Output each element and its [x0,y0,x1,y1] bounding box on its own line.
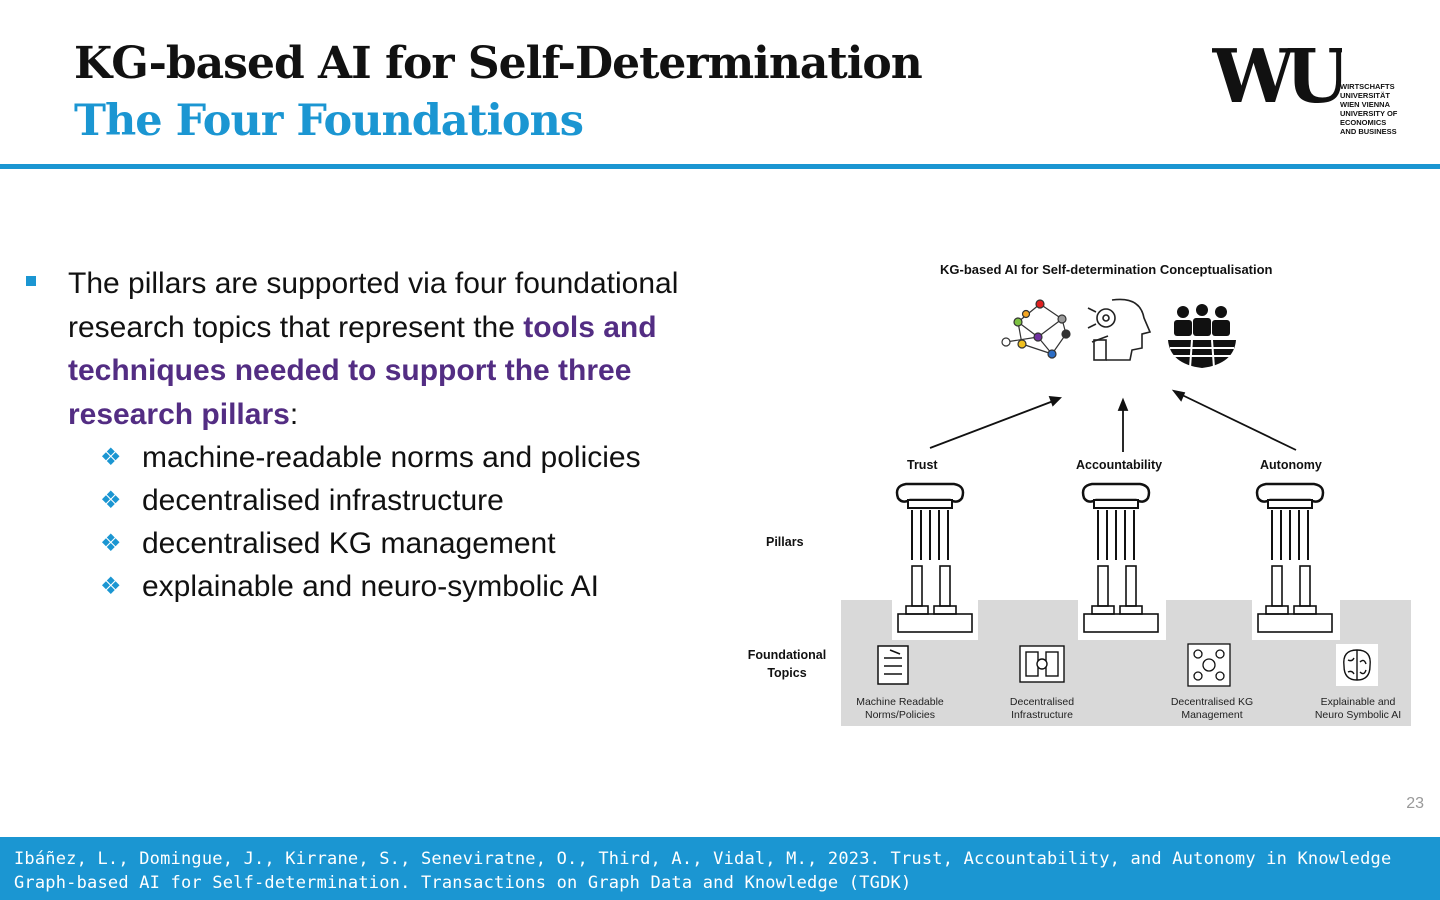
diamond-bullet-icon: ❖ [100,443,122,471]
citation-text: Ibáñez, L., Domingue, J., Kirrane, S., S… [14,849,1392,893]
pillar-autonomy [1252,482,1340,640]
kg-management-icon [1187,643,1231,687]
diamond-bullet-icon: ❖ [100,486,122,514]
pillar-accountability [1078,482,1166,640]
conceptualisation-figure: KG-based AI for Self-determination Conce… [740,252,1430,742]
list-item: ❖machine-readable norms and policies [100,436,641,479]
norms-document-icon [877,645,909,685]
diamond-bullet-icon: ❖ [100,572,122,600]
slide-subtitle: The Four Foundations [74,96,584,146]
arrows [929,389,1297,452]
citation-footer: Ibáñez, L., Domingue, J., Kirrane, S., S… [0,837,1440,900]
figure-drawing [877,298,1378,687]
list-item: ❖decentralised infrastructure [100,479,641,522]
wu-logo-mark: WU [1211,34,1358,120]
pillar-label-accountability: Accountability [1076,458,1163,472]
figure-title: KG-based AI for Self-determination Conce… [940,262,1273,277]
list-item: ❖decentralised KG management [100,522,641,565]
intro-paragraph: The pillars are supported via four found… [68,267,679,431]
infrastructure-icon [1019,645,1065,683]
community-icon [1168,304,1236,368]
slide-title: KG-based AI for Self-Determination [74,38,923,89]
row-label-pillars: Pillars [766,535,804,549]
pillar-trust [892,482,978,640]
diamond-bullet-icon: ❖ [100,529,122,557]
sub-list: ❖machine-readable norms and policies ❖de… [100,436,641,608]
ai-head-icon [1087,298,1152,361]
page-number: 23 [1406,795,1424,812]
wu-logo: WU WIRTSCHAFTS UNIVERSITÄT WIEN VIENNA U… [1211,34,1412,150]
square-bullet-icon [26,276,36,286]
pillar-label-trust: Trust [907,458,938,472]
pillar-label-autonomy: Autonomy [1260,458,1322,472]
brain-icon [1336,644,1378,686]
knowledge-graph-icon [1001,299,1071,359]
highlighted-text: tools and techniques needed to support t… [68,310,657,431]
header-divider [0,164,1440,169]
wu-logo-text: WIRTSCHAFTS UNIVERSITÄT WIEN VIENNA UNIV… [1340,82,1398,136]
svg-text:WU: WU [1212,40,1342,110]
list-item: ❖explainable and neuro-symbolic AI [100,565,641,608]
